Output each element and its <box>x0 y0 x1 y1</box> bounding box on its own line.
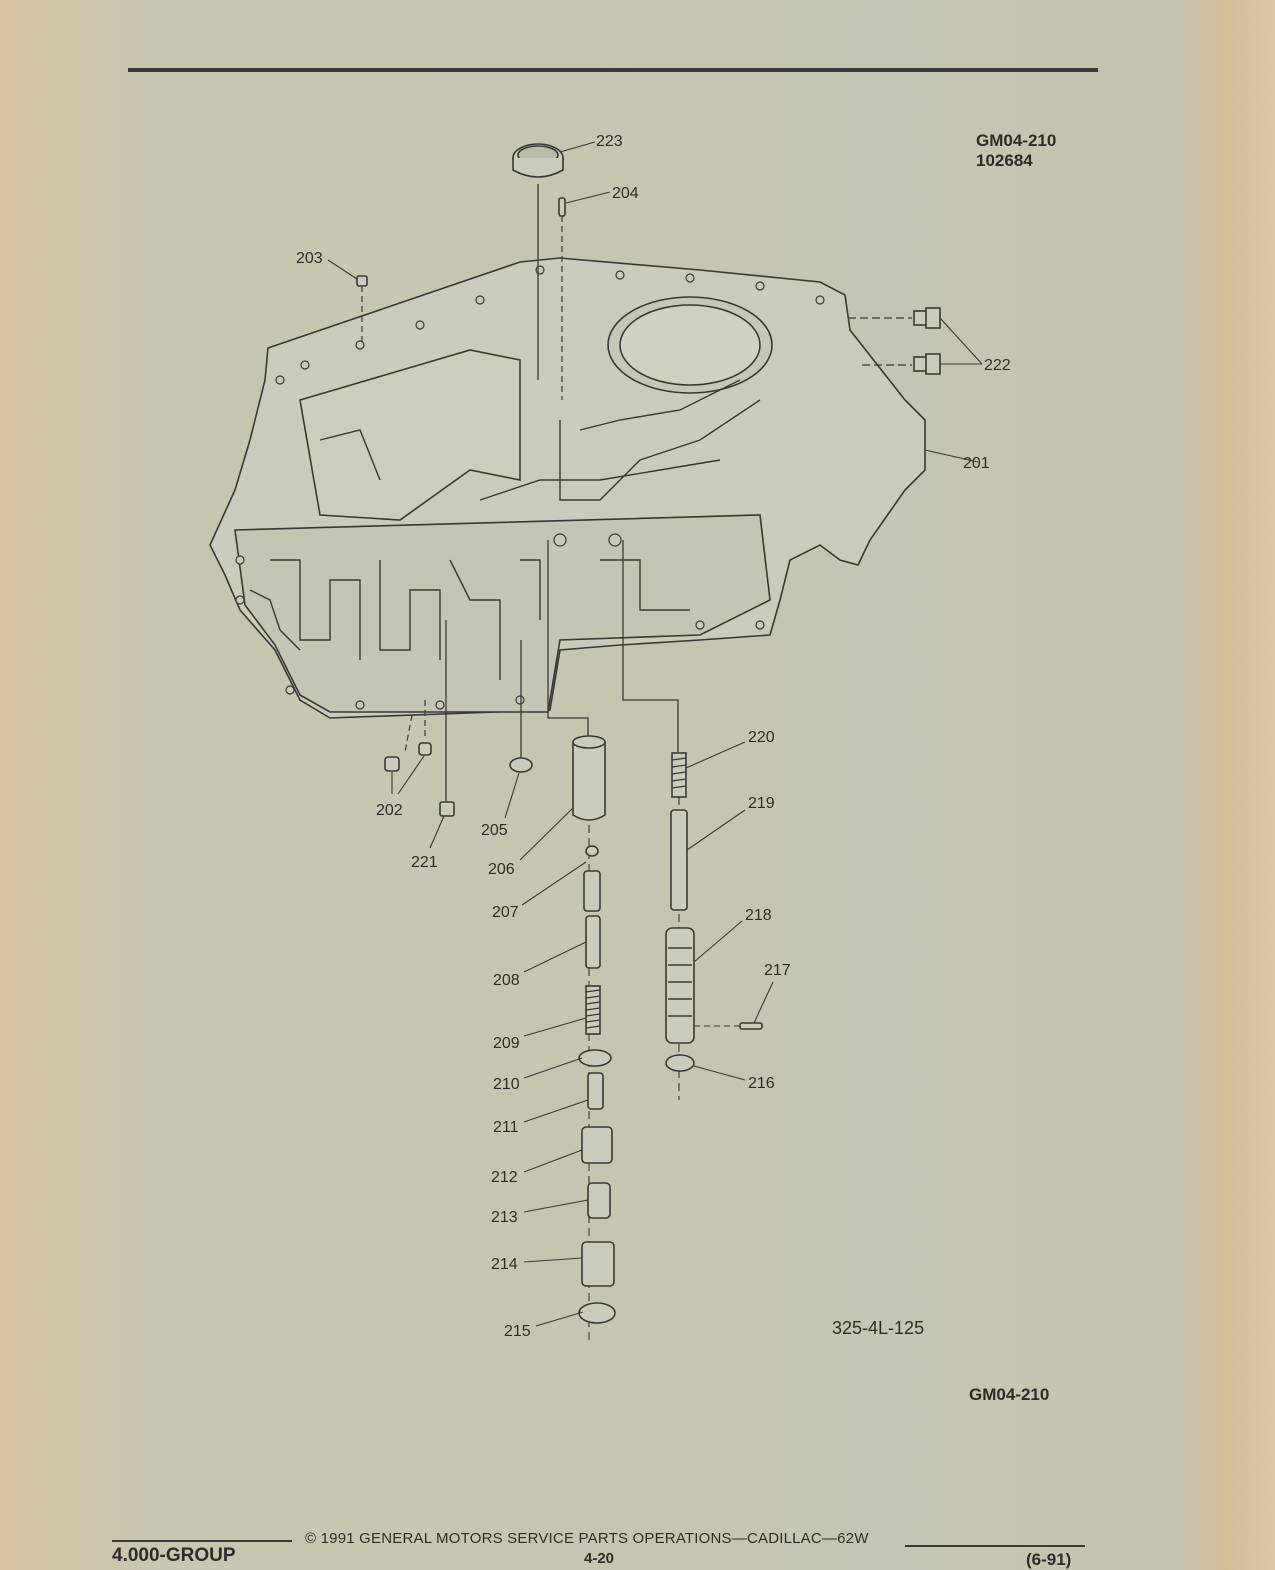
callout-217: 217 <box>764 962 791 979</box>
part-221-spring <box>439 801 455 817</box>
part-202-plug-a <box>384 756 400 772</box>
callout-209: 209 <box>493 1035 520 1052</box>
part-207-valve <box>583 870 601 912</box>
footer-group: 4.000-GROUP <box>112 1545 236 1566</box>
callout-206: 206 <box>488 861 515 878</box>
part-216-seal <box>665 1054 695 1072</box>
part-204-pin <box>558 197 566 217</box>
part-208-valve <box>585 915 601 969</box>
case-cavity <box>299 349 521 521</box>
part-211-plug <box>587 1072 604 1110</box>
header-number: 102684 <box>976 151 1033 170</box>
figure-number: 325-4L-125 <box>832 1318 924 1338</box>
leader-lines <box>327 141 983 1327</box>
callout-201: 201 <box>963 455 990 472</box>
large-bore-inner <box>619 304 761 386</box>
part-205-seal <box>509 757 533 773</box>
part-219-valve <box>670 809 688 911</box>
callout-204: 204 <box>612 185 639 202</box>
callout-213: 213 <box>491 1209 518 1226</box>
footer-copyright: © 1991 GENERAL MOTORS SERVICE PARTS OPER… <box>305 1530 869 1547</box>
callout-205: 205 <box>481 822 508 839</box>
callout-212: 212 <box>491 1169 518 1186</box>
callout-215: 215 <box>504 1323 531 1340</box>
callout-221: 221 <box>411 854 438 871</box>
footer-page-number: 4-20 <box>584 1550 615 1567</box>
header-code: GM04-210 <box>976 131 1057 150</box>
part-210-washer <box>578 1049 612 1067</box>
part-214-bore-plug <box>581 1241 615 1287</box>
part-213-valve <box>587 1182 611 1219</box>
part-217-pin <box>739 1022 763 1030</box>
part-215-retainer <box>578 1302 616 1324</box>
part-212-bushing <box>581 1126 613 1164</box>
part-203-plug <box>356 275 368 287</box>
callout-223: 223 <box>596 133 623 150</box>
callout-labels: 201 202 203 204 205 206 207 208 209 210 … <box>296 133 1011 1340</box>
footer-rule-left <box>112 1540 292 1542</box>
top-rule <box>128 68 1098 72</box>
callout-211: 211 <box>493 1119 519 1136</box>
part-218-sleeve <box>665 927 695 1044</box>
part-207-ball <box>585 845 599 857</box>
callout-207: 207 <box>492 904 519 921</box>
bottom-code: GM04-210 <box>969 1385 1050 1404</box>
part-206-sleeve <box>572 736 606 821</box>
callout-219: 219 <box>748 795 775 812</box>
callout-214: 214 <box>491 1256 518 1273</box>
callout-210: 210 <box>493 1076 520 1093</box>
callout-203: 203 <box>296 250 323 267</box>
callout-220: 220 <box>748 729 775 746</box>
footer-date: (6-91) <box>1026 1550 1072 1569</box>
callout-222: 222 <box>984 357 1011 374</box>
valve-channels <box>249 379 761 680</box>
callout-218: 218 <box>745 907 772 924</box>
callout-202: 202 <box>376 802 403 819</box>
callout-208: 208 <box>493 972 520 989</box>
part-202-plug-b <box>418 742 432 756</box>
callout-216: 216 <box>748 1075 775 1092</box>
lower-plate-outline <box>234 514 771 713</box>
footer-rule-right <box>905 1545 1085 1547</box>
